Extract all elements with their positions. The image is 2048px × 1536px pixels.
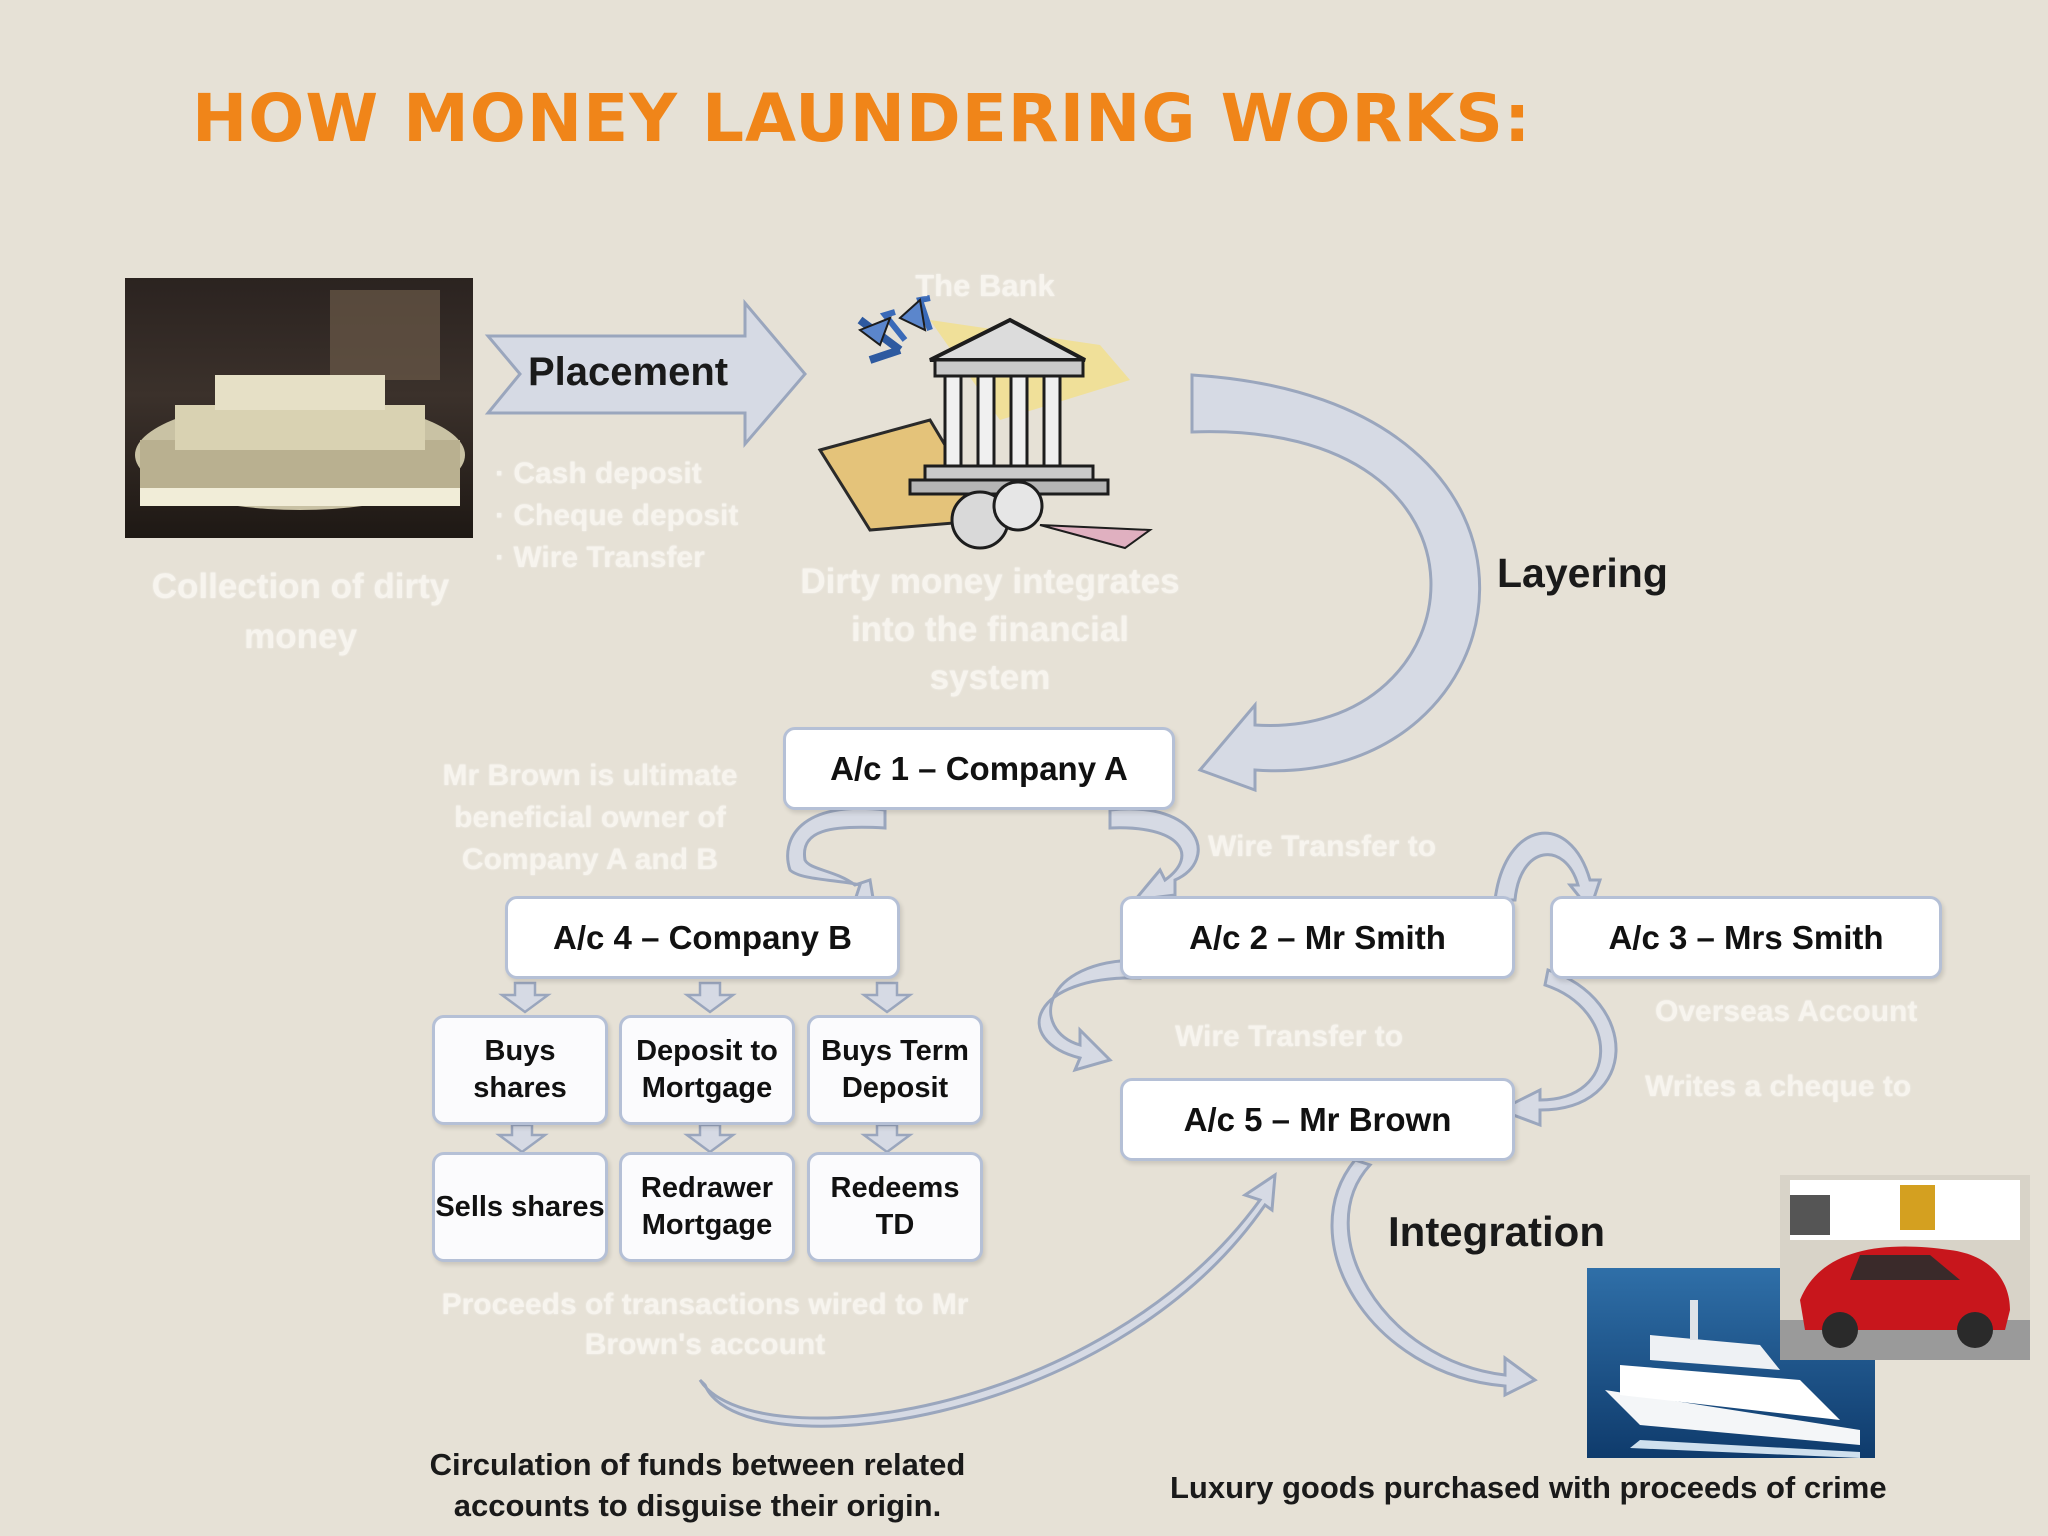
method-wire-transfer: · Wire Transfer	[495, 541, 705, 574]
arrow-ac1-to-ac4	[786, 807, 887, 913]
arrow-down-deposit-mortgage	[683, 981, 737, 1014]
arrow-ac2-to-ac5	[1037, 958, 1142, 1073]
bank-label: The Bank	[915, 268, 1055, 303]
placement-label: Placement	[528, 350, 729, 394]
account-5-mr-brown: A/c 5 – Mr Brown	[1120, 1078, 1515, 1161]
account-2-mr-smith: A/c 2 – Mr Smith	[1120, 896, 1515, 979]
box-sells-shares: Sells shares	[432, 1152, 608, 1262]
method-cheque-deposit: · Cheque deposit	[495, 499, 739, 532]
box-buys-shares: Buys shares	[432, 1015, 608, 1125]
arrow-down-buys-shares	[498, 981, 552, 1014]
arrow-circulation-to-ac5	[698, 1172, 1277, 1428]
arrow-ac3-to-ac5	[1496, 968, 1618, 1128]
box-deposit-mortgage: Deposit to Mortgage	[619, 1015, 795, 1125]
sports-car-photo	[1780, 1175, 2030, 1360]
arrow-down-sells-shares	[495, 1123, 549, 1154]
writes-cheque-label: Writes a cheque to	[1645, 1070, 1912, 1103]
integration-label: Integration	[1388, 1208, 1605, 1255]
arrow-ac5-to-luxury	[1330, 1158, 1538, 1398]
box-buys-term-deposit: Buys Term Deposit	[807, 1015, 983, 1125]
collection-caption: Collection of dirty money	[151, 567, 450, 656]
account-4-company-b: A/c 4 – Company B	[505, 896, 900, 979]
circulation-caption: Circulation of funds between related acc…	[429, 1447, 966, 1523]
overseas-account-label: Overseas Account	[1655, 995, 1918, 1028]
luxury-caption: Luxury goods purchased with proceeds of …	[1170, 1470, 1887, 1505]
proceeds-note: Proceeds of transactions wired to Mr Bro…	[441, 1288, 969, 1361]
arrow-ac2-to-ac3	[1493, 831, 1603, 914]
box-redrawer-mortgage: Redrawer Mortgage	[619, 1152, 795, 1262]
arrow-ac1-to-ac2	[1108, 807, 1200, 902]
account-1-company-a: A/c 1 – Company A	[783, 727, 1175, 810]
arrow-down-buys-term	[860, 981, 914, 1014]
arrow-down-redeems	[860, 1123, 914, 1154]
wire-transfer-label-1: Wire Transfer to	[1208, 830, 1437, 863]
placement-methods: · Cash deposit · Cheque deposit · Wire T…	[495, 453, 738, 579]
bank-caption: Dirty money integrates into the financia…	[800, 562, 1180, 697]
layering-label: Layering	[1497, 550, 1668, 596]
bank-icon	[817, 295, 1153, 550]
owner-note: Mr Brown is ultimate beneficial owner of…	[442, 759, 738, 876]
arrow-down-redrawer	[683, 1123, 737, 1154]
account-3-mrs-smith: A/c 3 – Mrs Smith	[1550, 896, 1942, 979]
page-title: HOW MONEY LAUNDERING WORKS:	[192, 80, 1532, 157]
yacht-photo	[1587, 1268, 1875, 1458]
method-cash-deposit: · Cash deposit	[495, 457, 702, 490]
layering-arrow	[1190, 373, 1481, 793]
placement-arrow	[484, 298, 807, 449]
wire-transfer-label-2: Wire Transfer to	[1175, 1020, 1404, 1053]
box-redeems-td: Redeems TD	[807, 1152, 983, 1262]
cash-pile-photo	[125, 278, 473, 538]
